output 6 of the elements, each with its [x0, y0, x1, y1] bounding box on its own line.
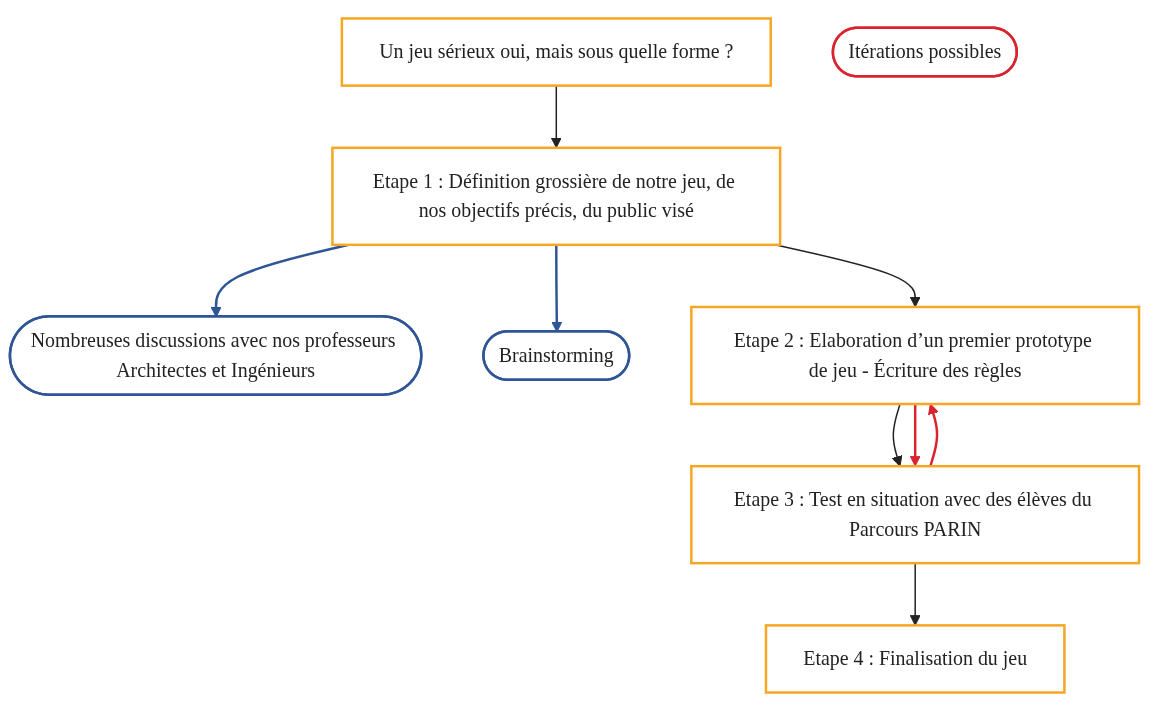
node-box: Etape 1 : Définition grossière de notre jeu, de nos objectifs précis, du public visé	[331, 146, 782, 247]
node-box: Un jeu sérieux oui, mais sous quelle forme ?	[340, 17, 772, 87]
node-box: Etape 4 : Finalisation du jeu	[764, 624, 1066, 694]
node-box: Etape 3 : Test en situation avec des élèves du Parcours PARIN	[690, 464, 1141, 565]
node-box: Etape 2 : Elaboration d’un premier prototype de jeu - Écriture des règles	[690, 305, 1141, 406]
arrow	[909, 404, 921, 467]
